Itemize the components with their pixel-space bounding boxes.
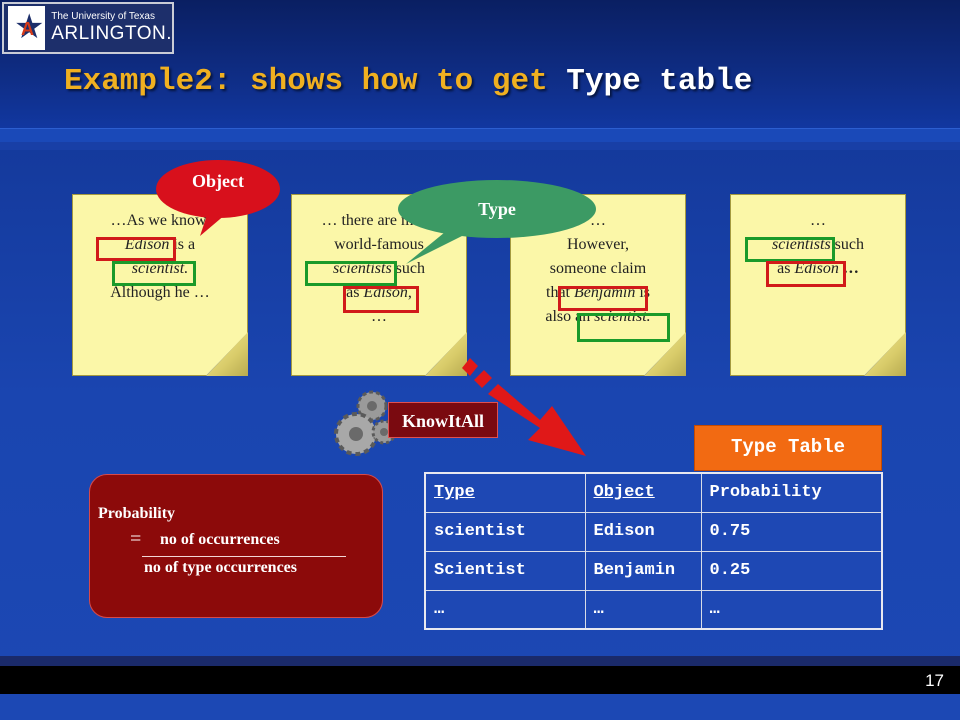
note-3-line3: someone claim [549,260,647,277]
highlight-object-edison-2 [343,286,419,313]
title-part1: Example2: shows how to get [64,64,567,99]
note-3-line2: However, [567,236,629,253]
star-icon: ★ A [8,6,46,50]
type-table: Type Object Probability scientist Edison… [424,472,883,630]
note-4-line1: … [810,212,826,229]
note-2-line3: scientists such [292,257,466,281]
note-4-line3-rest: … [838,260,859,277]
title-part2: Type table [566,64,753,99]
note-1-line2-rest: is a [169,236,196,253]
highlight-object-benjamin [558,286,648,311]
table-row: Scientist Benjamin 0.25 [424,550,883,591]
header-stripe-lower [0,142,960,150]
note-2-line2: world-famous [334,236,424,253]
footer-black-band [0,666,960,694]
probability-numerator: no of occurrences [160,531,280,548]
cell-probability: 0.25 [700,550,883,591]
knowitall-label: KnowItAll [388,402,498,438]
footer-bar [0,656,960,666]
note-4-type-word: scientists [772,236,831,253]
type-table-label: Type Table [694,425,882,471]
note-1-entity: Edison [124,236,170,253]
probability-formula-box: Probability = no of occurrences no of ty… [89,474,383,618]
highlight-object-edison-1 [96,237,176,261]
cell-type: Scientist [424,550,586,591]
header-object: Object [584,472,702,513]
cell-type: scientist [424,511,586,552]
note-4-line2: scientists such [731,233,905,257]
highlight-type-scientists-4 [745,237,835,262]
university-logo: ★ A The University of Texas ARLINGTON. [2,2,174,54]
table-row: scientist Edison 0.75 [424,511,883,552]
type-callout: Type [398,180,596,238]
object-callout: Object [156,160,280,218]
page-number: 17 [925,671,944,690]
note-4-entity: Edison [794,260,839,277]
probability-label: Probability [98,505,176,522]
note-2-line3-rest: such [391,260,425,277]
note-1-line1: …As we know, [110,212,210,229]
cell-object: Benjamin [584,550,702,591]
cell-probability: 0.75 [700,511,883,552]
note-3-line4-rest: is [635,284,650,301]
note-2-type-word: scientists [333,260,392,277]
header-type: Type [424,472,586,513]
cell-type: … [424,589,586,630]
note-4-line3: as Edison … [731,257,905,281]
highlight-type-scientist-1 [112,261,196,286]
note-4-line2-rest: such [830,236,864,253]
highlight-object-edison-4 [766,261,846,287]
cell-probability: … [700,589,883,630]
note-1-line3: scientist. [131,260,189,277]
note-3-type-word: scientist. [594,308,651,325]
header-probability: Probability [700,472,883,513]
note-4-line3-pre: as [777,260,795,277]
header-stripe [0,128,960,142]
cell-object: Edison [584,511,702,552]
table-row: … … … [424,589,883,630]
slide-title: Example2: shows how to get Type table [64,64,944,104]
table-header-row: Type Object Probability [424,472,883,513]
highlight-type-scientists-2 [305,261,397,286]
fraction-line [142,556,346,557]
logo-text: The University of Texas ARLINGTON. [51,11,172,45]
equals-sign: = [130,528,142,550]
probability-denominator: no of type occurrences [144,559,297,576]
note-3-line1: … [590,212,606,229]
cell-object: … [584,589,702,630]
note-2-line4-rest: , [407,284,412,301]
logo-line2: ARLINGTON. [51,23,172,44]
highlight-type-scientist-3 [577,313,670,342]
note-1-line4: Although he … [110,284,210,301]
gears-icon [334,390,397,456]
note-1-line2: Edison is a [73,233,247,257]
logo-line1: The University of Texas [51,11,155,22]
